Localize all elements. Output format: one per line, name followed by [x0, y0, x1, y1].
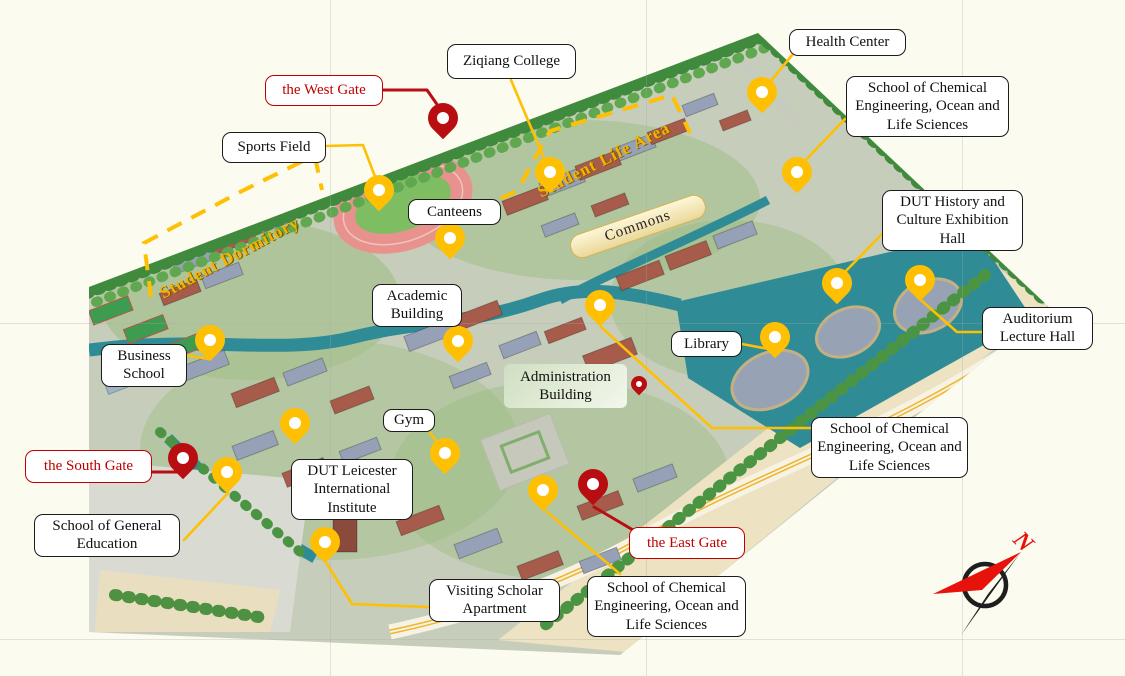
label-chem-school-mid: School of Chemical Engineering, Ocean an…: [811, 417, 968, 478]
label-dut-leicester: DUT Leicester International Institute: [291, 459, 413, 520]
label-east-gate: the East Gate: [629, 527, 745, 559]
label-business-school: Business School: [101, 344, 187, 387]
label-health-center: Health Center: [789, 29, 906, 56]
label-west-gate: the West Gate: [265, 75, 383, 106]
student-life-area-outline: [451, 92, 692, 223]
compass-needle-black: [961, 552, 1021, 635]
gridline: [646, 0, 647, 676]
label-canteens: Canteens: [408, 199, 501, 225]
gridline: [0, 323, 1125, 324]
label-south-gate: the South Gate: [25, 450, 152, 483]
compass-needle-red: [933, 552, 1021, 594]
label-administration: Administration Building: [504, 364, 627, 408]
gridline: [962, 0, 963, 676]
label-visiting-scholar: Visiting Scholar Apartment: [429, 579, 560, 622]
label-library: Library: [671, 331, 742, 357]
label-academic-building: Academic Building: [372, 284, 462, 327]
label-dut-history-hall: DUT History and Culture Exhibition Hall: [882, 190, 1023, 251]
label-general-education: School of General Education: [34, 514, 180, 557]
label-chem-school-top: School of Chemical Engineering, Ocean an…: [846, 76, 1009, 137]
label-chem-school-bottom: School of Chemical Engineering, Ocean an…: [587, 576, 746, 637]
gridline: [0, 639, 1125, 640]
label-auditorium: Auditorium Lecture Hall: [982, 307, 1093, 350]
gridline: [330, 0, 331, 676]
label-sports-field: Sports Field: [222, 132, 326, 163]
label-ziqiang-college: Ziqiang College: [447, 44, 576, 79]
label-gym: Gym: [383, 409, 435, 432]
